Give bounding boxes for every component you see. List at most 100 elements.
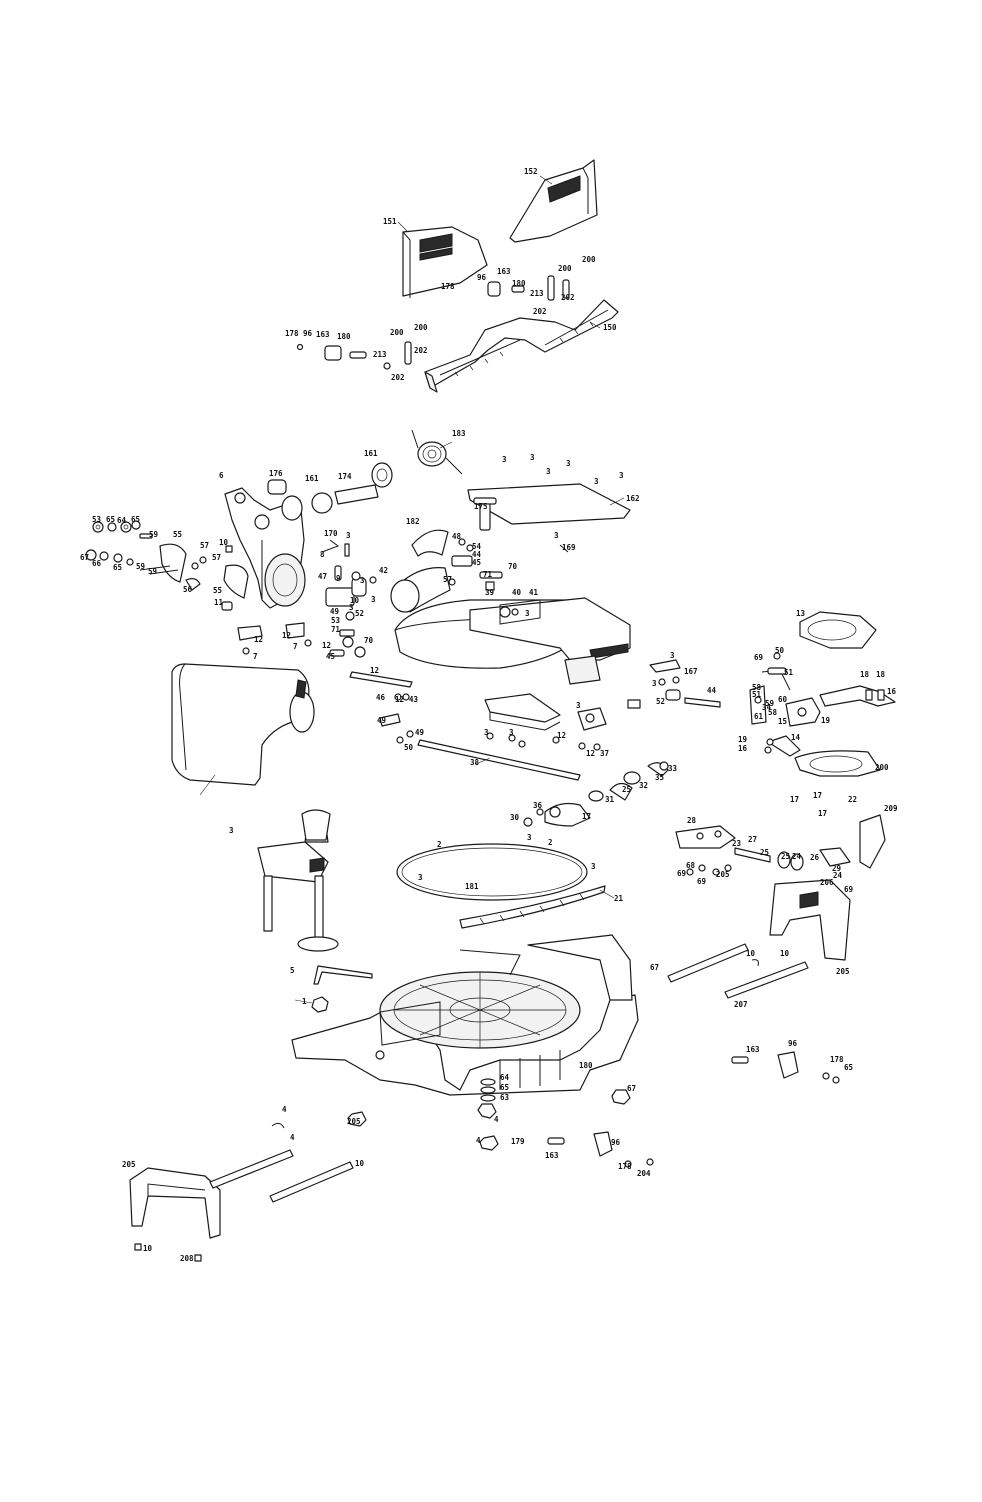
callout: 18 <box>860 670 870 679</box>
callout: 12 <box>322 641 331 650</box>
callout: 174 <box>338 472 352 481</box>
callout: 180 <box>579 1061 593 1070</box>
callout: 17 <box>818 809 827 818</box>
callout: 178 <box>618 1162 632 1171</box>
callout: 5 <box>290 966 295 975</box>
callout: 3 <box>525 609 530 618</box>
callout: 36 <box>533 801 543 810</box>
callout: 61 <box>754 712 764 721</box>
callout: 10 <box>746 949 756 958</box>
callout: 162 <box>626 494 640 503</box>
callout: 12 <box>557 731 566 740</box>
callout: 57 <box>212 553 221 562</box>
callout: 56 <box>183 585 193 594</box>
callout: 181 <box>465 882 479 891</box>
callout: 53 <box>92 515 102 524</box>
callout: 64 <box>117 516 127 525</box>
callout: 16 <box>887 687 897 696</box>
callout: 55 <box>173 530 182 539</box>
callout: 209 <box>884 804 898 813</box>
callout: 66 <box>92 559 102 568</box>
callout: 59 <box>765 699 775 708</box>
callout: 3 <box>591 862 596 871</box>
callout: 50 <box>775 646 785 655</box>
callout: 17 <box>790 795 799 804</box>
callout: 150 <box>603 323 617 332</box>
callout: 44 <box>472 550 482 559</box>
callout: 3 <box>346 531 351 540</box>
callout: 12 <box>254 635 263 644</box>
callout: 21 <box>614 894 624 903</box>
callout: 200 <box>414 323 428 332</box>
callout: 3 <box>371 595 376 604</box>
turntable-ring-part <box>396 843 588 901</box>
callout: 67 <box>80 553 89 562</box>
callout: 10 <box>143 1244 153 1253</box>
hold-down-clamp-part <box>257 809 339 952</box>
callout: 4 <box>476 1136 481 1145</box>
upper-guard-assembly <box>390 567 631 685</box>
fence-clamp-hardware <box>296 275 570 370</box>
callout: 178 <box>285 329 299 338</box>
callout: 3 <box>484 728 489 737</box>
callout: 7 <box>253 652 258 661</box>
lower-center-parts <box>379 693 607 751</box>
callout: 25 <box>781 852 790 861</box>
callout: 65 <box>131 515 140 524</box>
dust-bag-part <box>171 663 315 786</box>
leader-lines <box>199 175 625 1004</box>
callout: 70 <box>364 636 374 645</box>
callout: 24 <box>833 871 843 880</box>
callout: 51 <box>784 668 794 677</box>
callout: 58 <box>768 708 778 717</box>
callout: 200 <box>558 264 572 273</box>
callout: 52 <box>656 697 665 706</box>
callout: 163 <box>545 1151 559 1160</box>
callout: 3 <box>360 576 365 585</box>
callout: 26 <box>810 853 820 862</box>
callout: 2 <box>548 838 553 847</box>
base-hardware-cluster <box>271 1051 840 1168</box>
callout: 14 <box>791 733 801 742</box>
callout: 4 <box>290 1133 295 1142</box>
callout: 37 <box>600 749 609 758</box>
callout: 178 <box>441 282 455 291</box>
callout: 44 <box>707 686 717 695</box>
callout: 67 <box>650 963 659 972</box>
callout: 8 <box>320 550 325 559</box>
callout: 10 <box>780 949 790 958</box>
callout: 12 <box>282 631 291 640</box>
callout: 4 <box>282 1105 287 1114</box>
callout: 65 <box>500 1083 509 1092</box>
callout: 3 <box>530 453 535 462</box>
callout: 15 <box>778 717 787 726</box>
callout: 3 <box>652 679 657 688</box>
callout: 16 <box>738 744 748 753</box>
callout: 32 <box>639 781 648 790</box>
callout: 3 <box>418 873 423 882</box>
callout: 178 <box>830 1055 844 1064</box>
callout: 29 <box>832 864 842 873</box>
callout: 202 <box>533 307 547 316</box>
callout: 65 <box>844 1063 853 1072</box>
callout: 176 <box>269 469 283 478</box>
callout: 59 <box>148 567 158 576</box>
callout: 3 <box>670 651 675 660</box>
callout: 59 <box>149 530 159 539</box>
left-fence-part <box>402 226 488 298</box>
callout: 96 <box>788 1039 798 1048</box>
callout: 22 <box>848 795 857 804</box>
callout: 205 <box>716 870 730 879</box>
callout: 68 <box>686 861 696 870</box>
callout: 70 <box>508 562 518 571</box>
callout: 69 <box>754 653 764 662</box>
callout: 163 <box>746 1045 760 1054</box>
callout: 202 <box>561 293 575 302</box>
callout: 180 <box>512 279 526 288</box>
callout: 45 <box>472 558 481 567</box>
callout: 63 <box>500 1093 510 1102</box>
callout: 57 <box>443 575 452 584</box>
callout: 175 <box>474 502 488 511</box>
callout: 23 <box>732 839 742 848</box>
right-fence-part <box>509 159 598 243</box>
